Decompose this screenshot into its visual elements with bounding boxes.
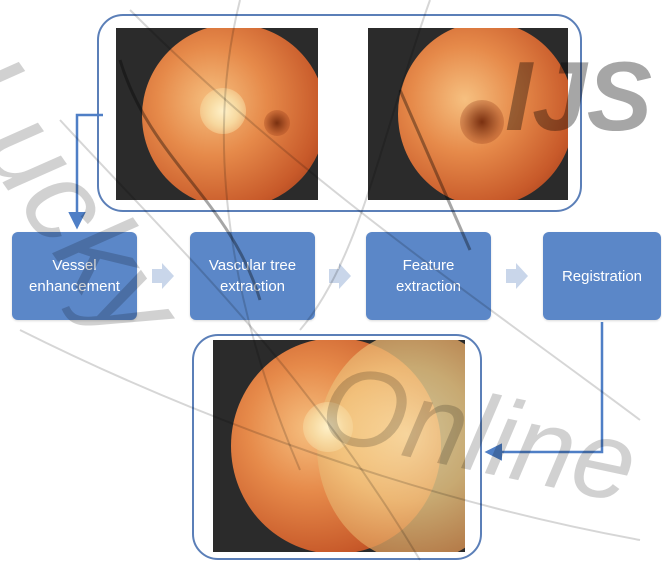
connector-input-to-vessel [77,115,103,226]
connector-registration-to-output [488,322,602,452]
